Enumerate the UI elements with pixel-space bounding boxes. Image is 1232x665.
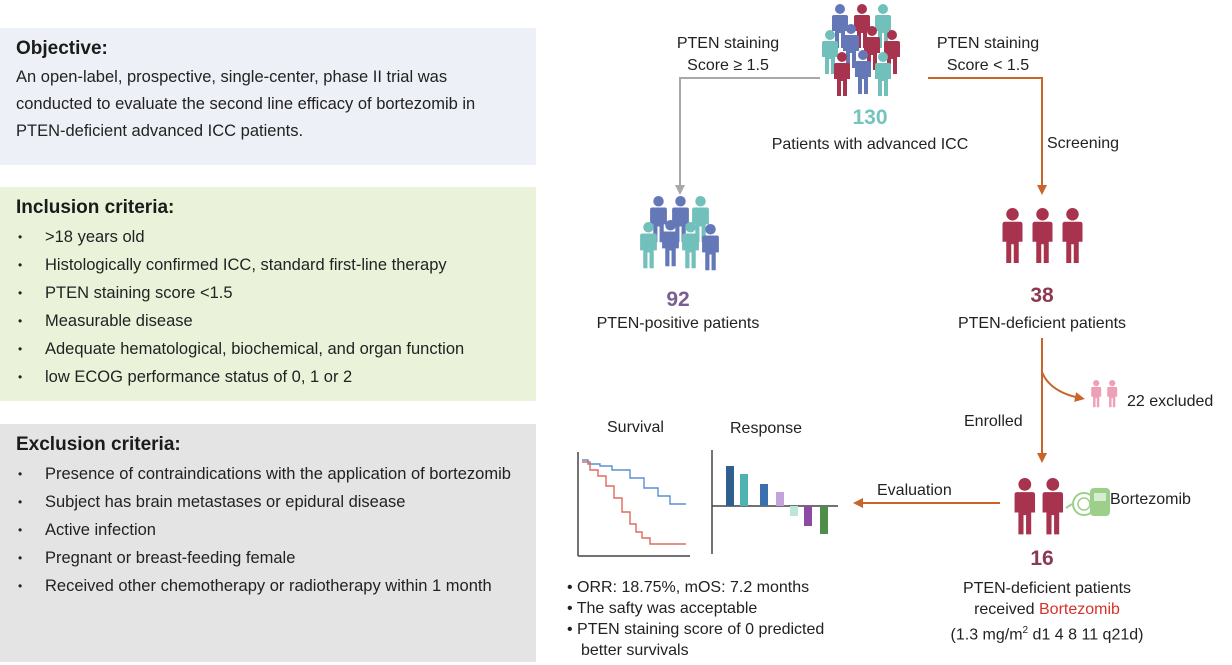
left-label-line1: PTEN staining [676,35,780,52]
bortezomib-label: Bortezomib [1110,491,1191,508]
positive-patients-icon-group [640,196,719,271]
right-label-line2: Score < 1.5 [946,57,1030,74]
left-label-line2: Score ≥ 1.5 [687,57,769,74]
treated-count: 16 [1030,547,1054,570]
exclusion-panel: Exclusion criteria: Presence of contrain… [0,424,536,662]
response-bar [740,474,748,506]
total-label: Patients with advanced ICC [771,136,969,153]
enrolled-label: Enrolled [964,413,1023,430]
response-bar [776,492,784,506]
person-icon [702,224,719,271]
left-branch-label: PTEN staining Score ≥ 1.5 [648,33,808,77]
treated-label: PTEN-deficient patients received Bortezo… [922,578,1172,645]
person-icon [1032,208,1053,263]
treated-label-line1: PTEN-deficient patients [962,580,1132,597]
results-list: • ORR: 18.75%, mOS: 7.2 months • The saf… [567,577,824,661]
arrow-excluded [1041,371,1085,402]
inclusion-item: PTEN staining score <1.5 [16,279,520,307]
evaluation-label: Evaluation [877,482,952,499]
person-icon [662,220,679,267]
dose-line: (1.3 mg/m2 d1 4 8 11 q21d) [922,620,1172,645]
exclusion-item: Presence of contraindications with the a… [16,460,520,488]
person-icon [1062,208,1083,263]
person-icon [1042,478,1064,535]
deficient-patients-icon-group [1002,208,1083,263]
exclusion-item: Received other chemotherapy or radiother… [16,572,520,600]
deficient-count: 38 [1030,284,1054,307]
treated-patients-icon-group [1014,478,1064,535]
person-icon [834,52,850,96]
right-label-line1: PTEN staining [936,35,1040,52]
excluded-patients-icon-group [1091,380,1118,408]
person-icon [1002,208,1023,263]
response-bar [804,506,812,526]
person-icon [875,52,891,96]
dose-suffix: d1 4 8 11 q21d) [1028,626,1144,644]
person-icon [692,196,709,243]
result-item: • PTEN staining score of 0 predicted [567,621,825,638]
exclusion-title: Exclusion criteria: [16,434,181,455]
objective-title: Objective: [16,38,108,59]
person-icon [682,222,699,269]
dose-sup: 2 [1022,625,1029,636]
response-bar [790,506,798,516]
positive-label: PTEN-positive patients [596,315,760,332]
screening-label: Screening [1047,135,1120,152]
right-branch-label: PTEN staining Score < 1.5 [908,33,1068,77]
person-icon [640,222,657,269]
result-item: • The safty was acceptable [567,600,758,617]
inclusion-item: low ECOG performance status of 0, 1 or 2 [16,363,520,391]
person-icon [1014,478,1036,535]
exclusion-item: Active infection [16,516,520,544]
deficient-label: PTEN-deficient patients [957,315,1127,332]
response-title: Response [730,420,803,437]
treated-label-line2: received Bortezomib [922,599,1172,620]
response-bar [760,484,768,506]
survival-curve-red [582,461,686,545]
survival-title: Survival [607,419,664,436]
objective-panel: Objective: An open-label, prospective, s… [0,28,536,165]
inclusion-panel: Inclusion criteria: >18 years old Histol… [0,187,536,401]
dose-prefix: (1.3 mg/m [950,626,1023,644]
response-plot [711,450,838,554]
arrow-to-positive [675,77,820,195]
exclusion-item: Subject has brain metastases or epidural… [16,488,520,516]
inclusion-item: Adequate hematological, biochemical, and… [16,335,520,363]
excluded-label: 22 excluded [1127,393,1214,410]
objective-text: An open-label, prospective, single-cente… [16,68,476,140]
result-item: • ORR: 18.75%, mOS: 7.2 months [567,579,810,596]
person-icon [855,50,871,94]
inclusion-title: Inclusion criteria: [16,197,175,218]
inclusion-item: >18 years old [16,223,520,251]
total-patients-icon-group [822,4,900,96]
survival-curve-blue [582,459,686,505]
person-icon [843,24,859,68]
treated-drug: Bortezomib [1039,601,1120,618]
inclusion-item: Measurable disease [16,307,520,335]
response-bar [726,466,734,506]
inclusion-item: Histologically confirmed ICC, standard f… [16,251,520,279]
positive-count: 92 [666,288,690,311]
person-icon [1107,380,1118,408]
person-icon [1091,380,1102,408]
survival-plot [577,452,690,557]
exclusion-item: Pregnant or breast-feeding female [16,544,520,572]
treated-prefix: received [974,601,1039,618]
result-item: better survivals [581,642,689,659]
person-icon [672,196,689,243]
response-bar [820,506,828,534]
total-count: 130 [852,106,888,129]
syringe-pump-icon [1065,488,1110,516]
arrow-to-deficient [928,77,1047,195]
